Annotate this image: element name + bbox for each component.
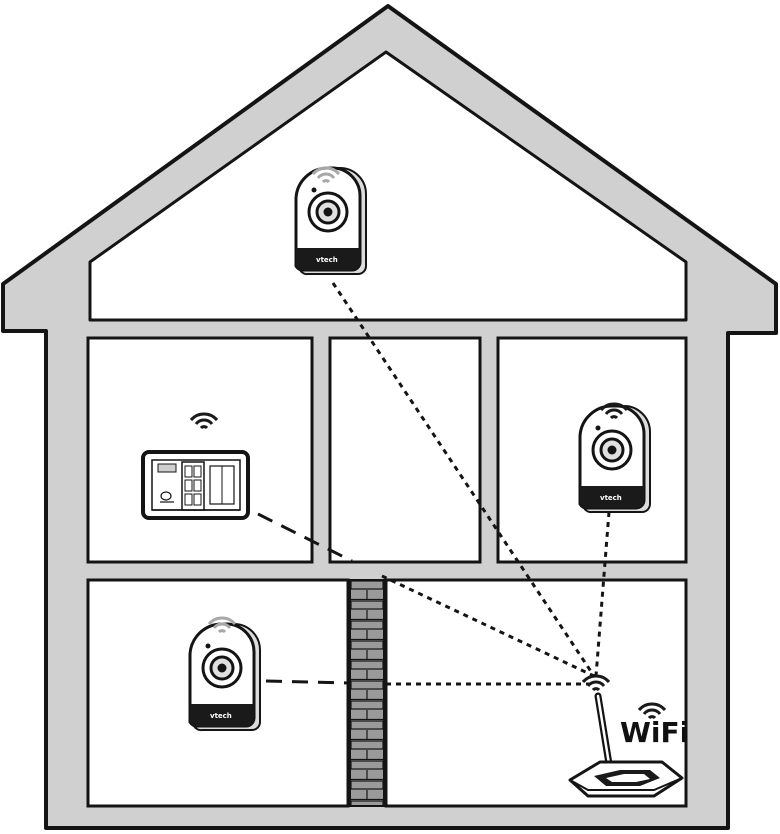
camera-brand-label: vtech xyxy=(316,256,338,264)
link-ground-camera xyxy=(265,679,351,685)
connection-lines xyxy=(257,282,611,686)
right-camera: vtech xyxy=(578,404,652,514)
middle-right-room xyxy=(496,336,688,564)
link-attic-camera xyxy=(331,282,596,677)
camera-brand-label: vtech xyxy=(600,494,622,502)
attic-room xyxy=(88,50,688,322)
attic-camera: vtech xyxy=(294,166,368,276)
parent-monitor-icon xyxy=(141,450,250,520)
brick-wall xyxy=(349,579,385,807)
link-monitor xyxy=(257,512,353,563)
link-right-camera xyxy=(594,511,611,677)
wifi-router-icon xyxy=(568,692,684,798)
ground-camera: vtech xyxy=(188,622,262,732)
camera-brand-label: vtech xyxy=(210,712,232,720)
wifi-label: WiFi xyxy=(620,716,689,749)
middle-center-room xyxy=(328,336,482,564)
